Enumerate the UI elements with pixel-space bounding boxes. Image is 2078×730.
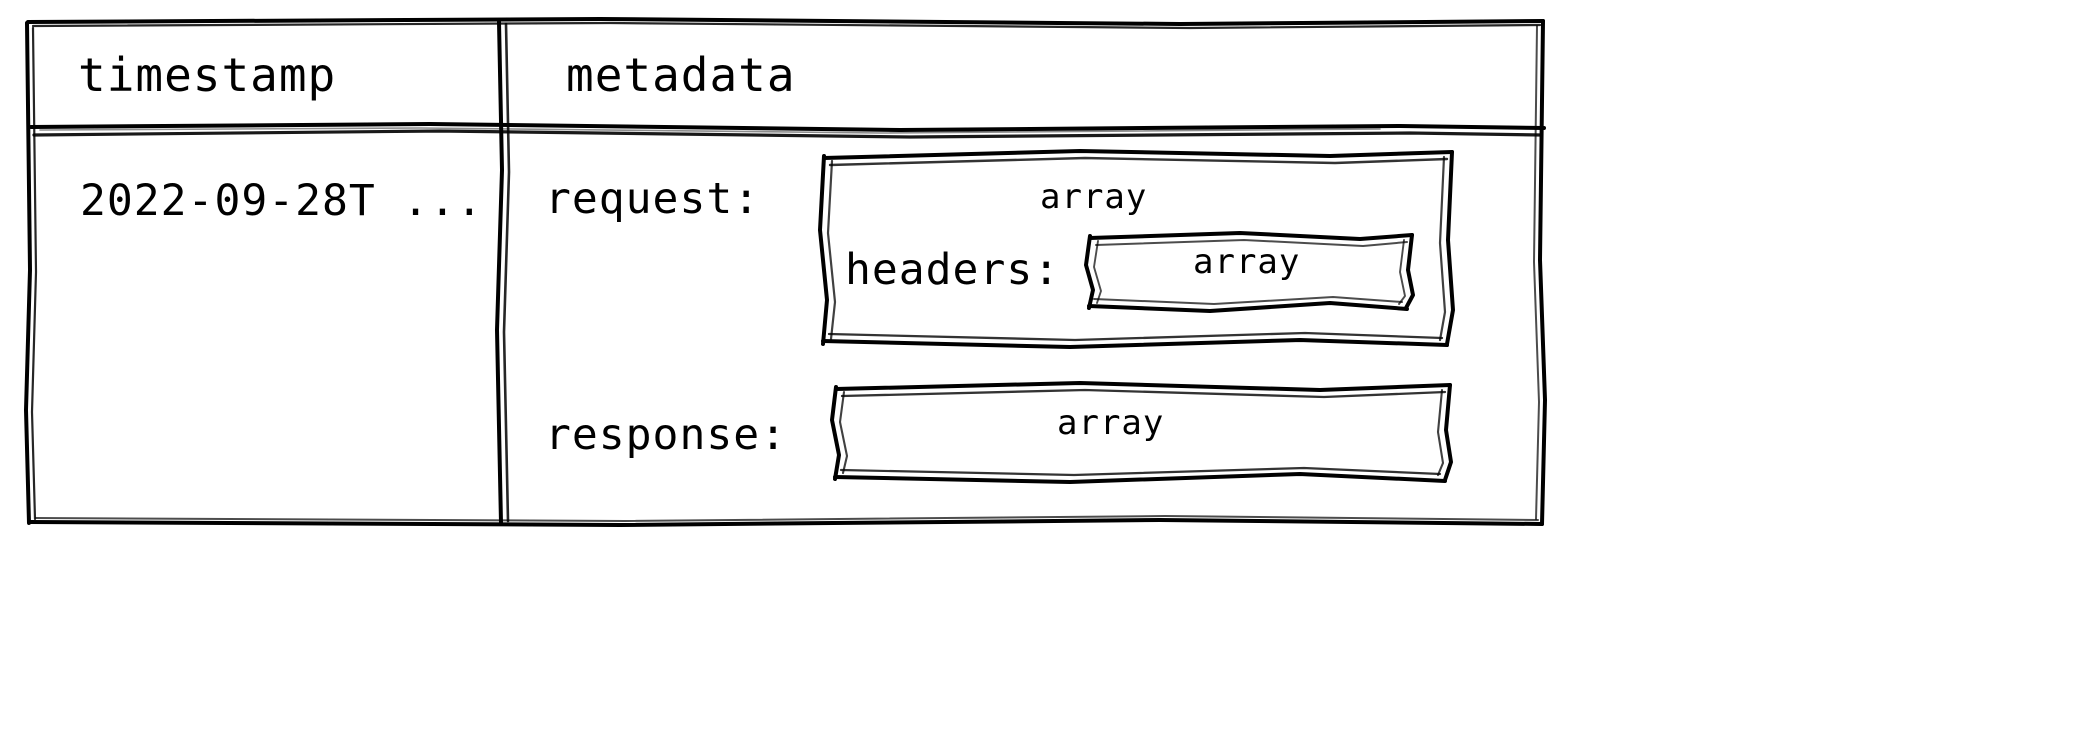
cell-timestamp-value: 2022-09-28T ... [80,176,484,226]
field-label-headers: headers: [845,245,1061,295]
field-label-response: response: [545,410,787,460]
type-label-response-array: array [1057,403,1165,443]
column-header-timestamp: timestamp [78,48,337,102]
type-label-request-array: array [1040,177,1148,217]
type-label-headers-array: array [1193,242,1301,282]
field-label-request: request: [545,174,761,224]
column-header-metadata: metadata [566,48,796,102]
